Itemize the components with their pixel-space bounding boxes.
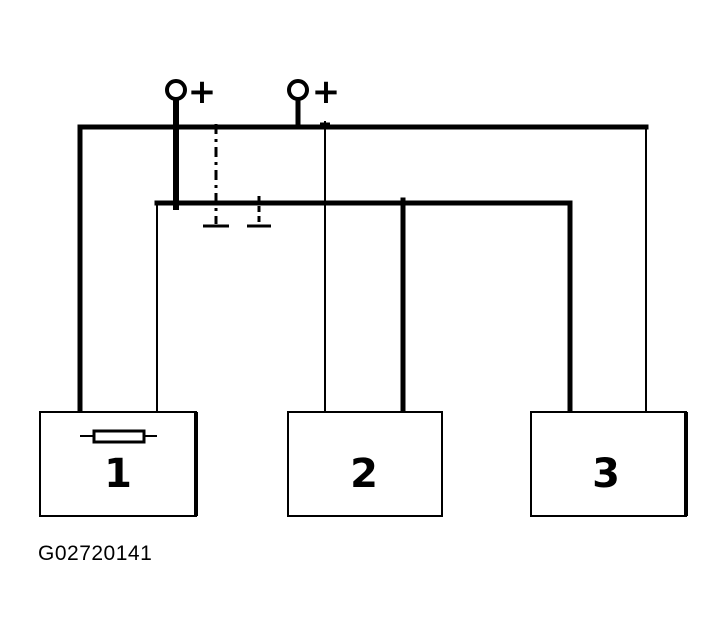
fuse-icon <box>92 429 146 444</box>
component-2-label: 2 <box>350 451 378 497</box>
supply-terminal-b: + <box>287 72 341 127</box>
component-1: 1 <box>39 411 198 517</box>
conductor-2-thin <box>320 121 330 412</box>
component-3: 3 <box>530 411 688 517</box>
supply-a-sign: + <box>188 72 217 112</box>
ground-symbol-2 <box>247 196 271 228</box>
supply-terminal-a: + <box>165 72 217 210</box>
supply-b-sign: + <box>312 72 341 112</box>
upper-bus <box>77 124 649 441</box>
component-2: 2 <box>287 411 443 517</box>
ground-symbol-1 <box>203 124 229 228</box>
component-1-label: 1 <box>104 451 132 497</box>
figure-code: G02720141 <box>38 542 153 565</box>
lower-bus <box>154 197 573 439</box>
component-3-label: 3 <box>592 451 620 497</box>
